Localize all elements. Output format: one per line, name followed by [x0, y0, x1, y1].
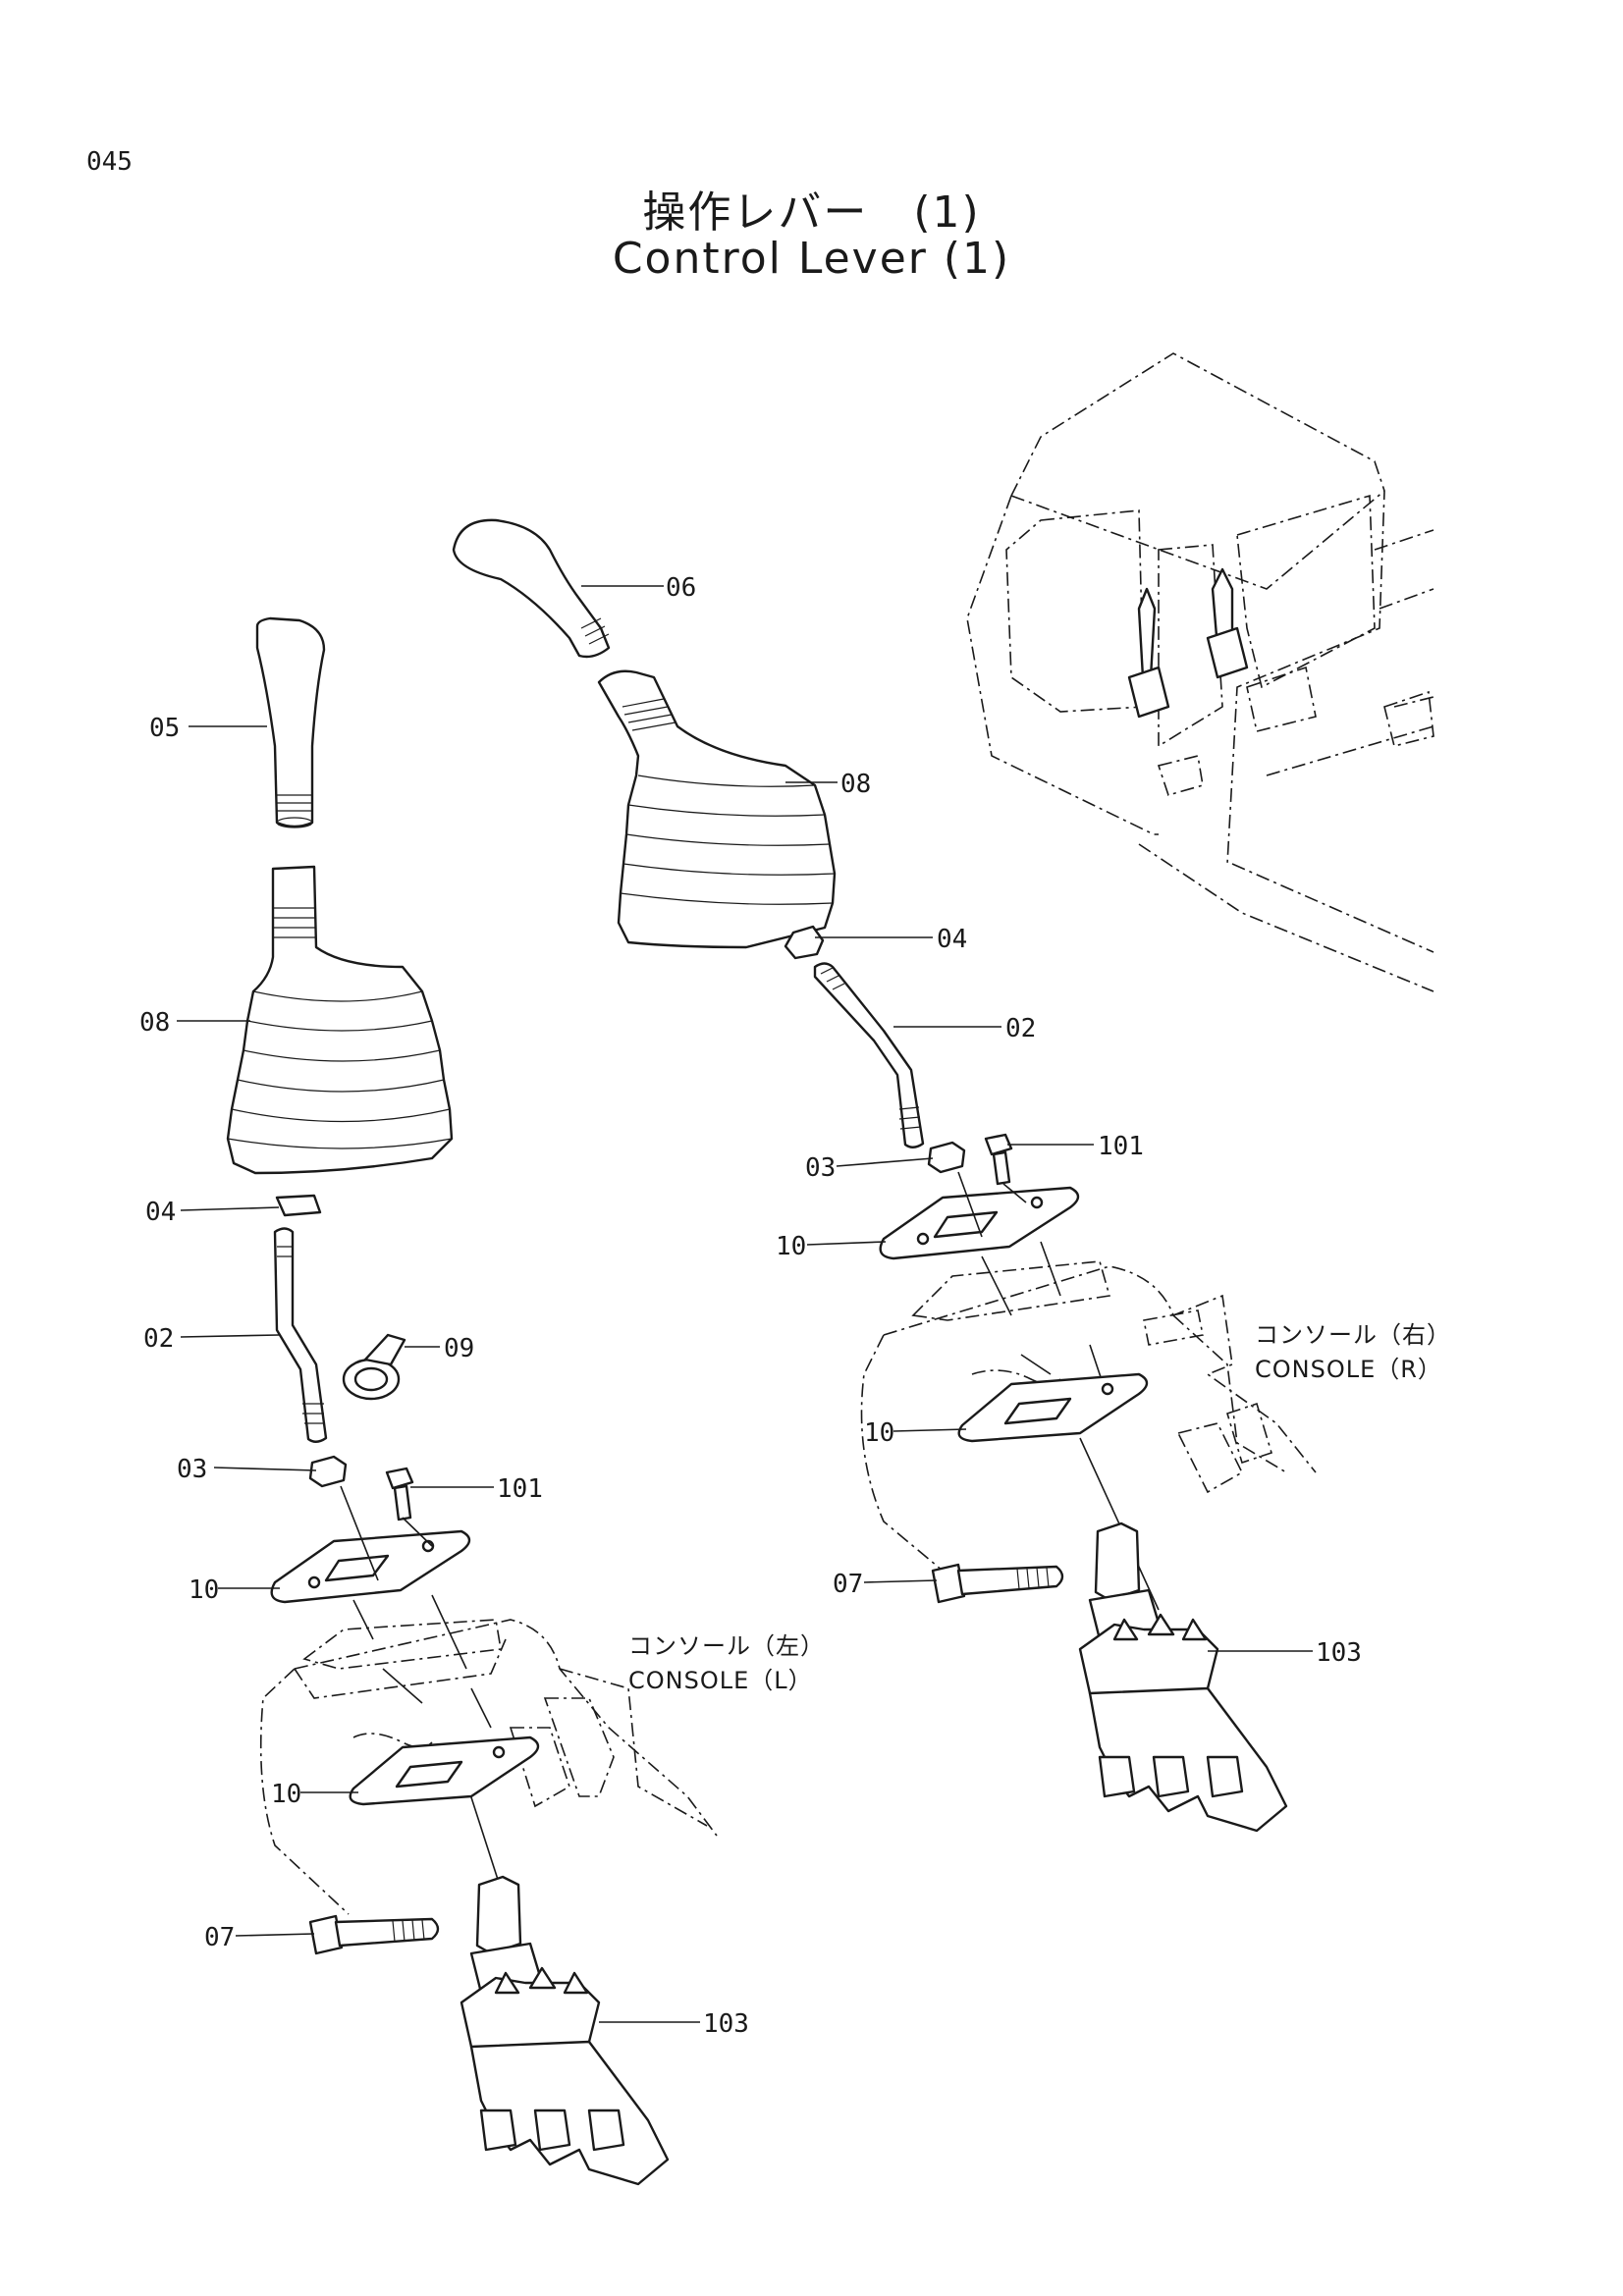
label-bolt-07-right: 07 [833, 1570, 863, 1599]
plate-10-left-lower-shape [349, 1735, 540, 1806]
label-grip-06: 06 [666, 573, 696, 603]
console-right-jp: コンソール（右） [1255, 1321, 1451, 1349]
label-lever-02-left: 02 [143, 1324, 174, 1354]
cab-illustration [966, 352, 1434, 992]
adapter-03-right-shape [927, 1141, 966, 1174]
label-boot-08-left: 08 [139, 1008, 170, 1038]
label-adapter-03-right: 03 [805, 1153, 836, 1183]
label-boot-08-right: 08 [840, 770, 871, 799]
right-assembly [452, 518, 1317, 1833]
label-nut-04-left: 04 [145, 1198, 176, 1227]
label-valve-103-left: 103 [703, 2009, 749, 2039]
label-plate-10-right-lower: 10 [864, 1418, 894, 1448]
label-bolt-101-right: 101 [1098, 1132, 1144, 1161]
label-lever-02-right: 02 [1005, 1014, 1036, 1043]
page-number: 045 [86, 147, 133, 177]
leader-lines [177, 585, 1313, 2023]
label-plate-10-left-upper: 10 [189, 1575, 219, 1605]
grip-06-shape [452, 518, 611, 659]
console-left-en: CONSOLE（L） [628, 1667, 813, 1694]
label-plate-10-left-lower: 10 [271, 1780, 301, 1809]
lever-02-left-shape [273, 1227, 328, 1443]
boot-08-left-shape [226, 865, 454, 1175]
nut-04-right-shape [784, 925, 825, 960]
plate-10-right-upper-shape [879, 1186, 1080, 1260]
clamp-09-shape [342, 1333, 406, 1401]
boot-08-right-shape [597, 669, 837, 949]
title-japanese: 操作レバー (1) [642, 187, 981, 238]
label-grip-05: 05 [149, 714, 180, 743]
left-assembly [226, 616, 718, 2186]
label-nut-04-right: 04 [937, 925, 967, 954]
console-left-jp: コンソール（左） [628, 1632, 825, 1660]
label-bolt-101-left: 101 [497, 1474, 543, 1504]
title-english: Control Lever (1) [612, 234, 1011, 284]
label-valve-103-right: 103 [1316, 1638, 1362, 1668]
plate-10-left-upper-shape [270, 1529, 471, 1604]
label-clamp-09: 09 [444, 1334, 474, 1363]
bolt-07-right-shape [931, 1563, 1064, 1604]
label-plate-10-right-upper: 10 [776, 1232, 806, 1261]
bolt-07-left-shape [308, 1914, 440, 1955]
label-adapter-03-left: 03 [177, 1455, 207, 1484]
adapter-03-left-shape [308, 1455, 348, 1488]
label-bolt-07-left: 07 [204, 1923, 235, 1952]
console-right-en: CONSOLE（R） [1255, 1356, 1442, 1383]
nut-04-left-shape [275, 1194, 322, 1217]
plate-10-right-lower-shape [957, 1372, 1149, 1443]
bolt-101-left-shape [385, 1467, 414, 1522]
valve-103-right-shape [1078, 1522, 1288, 1833]
grip-05-shape [255, 616, 326, 828]
bolt-101-right-shape [984, 1133, 1013, 1186]
console-left-shape [259, 1619, 718, 1915]
valve-103-left-shape [460, 1875, 670, 2186]
lever-02-right-shape [813, 962, 925, 1148]
